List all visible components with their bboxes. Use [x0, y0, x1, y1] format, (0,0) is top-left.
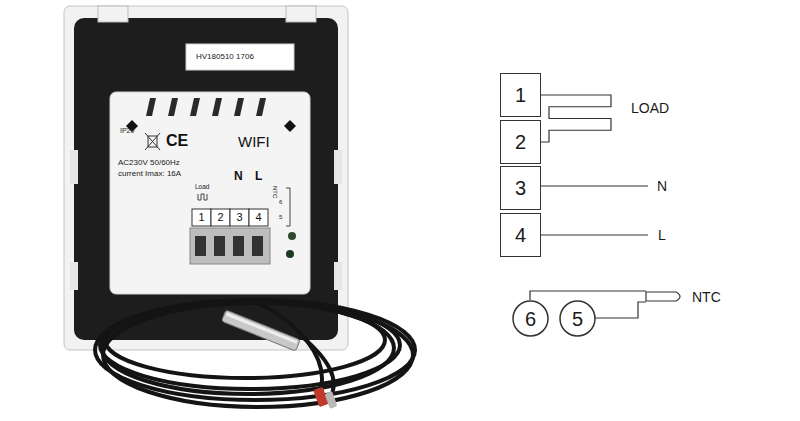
terminal-number: 2	[211, 212, 230, 223]
ntc-wire	[530, 291, 646, 300]
device-marking: 5	[279, 214, 282, 220]
serial-sticker	[186, 44, 294, 70]
cable-loop	[103, 303, 413, 407]
load-zigzag	[198, 194, 207, 200]
device-marking: current Imax: 16A	[118, 170, 181, 178]
side-tab	[70, 150, 78, 184]
terminal-box: 4	[500, 213, 541, 257]
load-symbol	[198, 194, 207, 200]
terminal-number: 3	[515, 178, 526, 198]
signal-label: L	[658, 228, 666, 242]
device-marking: L	[255, 170, 262, 182]
signal-label: NTC	[692, 290, 721, 304]
side-tab	[334, 150, 342, 184]
terminal-cell	[230, 209, 249, 226]
device-marking: IP20	[120, 127, 134, 134]
terminal-box: 2	[500, 120, 541, 164]
vent-slot	[234, 98, 244, 116]
cable-loop	[102, 302, 394, 394]
terminal-number: 6	[525, 309, 536, 329]
terminal-number: 1	[192, 212, 211, 223]
cable-tail	[300, 335, 334, 398]
screw-block	[190, 228, 270, 264]
screw-slot	[233, 236, 244, 256]
screw-slot	[214, 236, 225, 256]
ntc-probe-photo	[222, 310, 301, 351]
terminal-number: 3	[230, 212, 249, 223]
wire-ferrule	[325, 391, 338, 409]
device-marking: N	[234, 170, 243, 182]
module-housing	[110, 92, 310, 294]
probe-tube	[222, 310, 301, 351]
bin-cross	[145, 133, 160, 150]
signal-label: N	[657, 179, 667, 193]
vent-slot	[168, 98, 178, 116]
vent-slots	[146, 98, 266, 116]
side-tab	[70, 262, 78, 290]
device-marking: HV180510 1706	[196, 53, 254, 61]
vent-slot	[212, 98, 222, 116]
terminal-circle: 6	[512, 300, 549, 337]
screw-slot	[252, 236, 263, 256]
device-marking: WIFI	[238, 134, 270, 149]
ntc-bracket	[286, 188, 290, 226]
terminal-cell	[192, 209, 211, 226]
live-wire	[541, 234, 648, 235]
corner-mark	[284, 120, 296, 132]
terminal-number: 4	[515, 225, 526, 245]
device-marking: Load	[195, 184, 209, 191]
circle-outline	[560, 301, 595, 336]
terminal-cell	[249, 209, 268, 226]
bin-cross	[145, 133, 160, 150]
cable-loop	[95, 300, 415, 400]
device-marking: AC230V 50/60Hz	[118, 159, 180, 167]
front-frame	[64, 6, 348, 350]
terminal-number: 4	[249, 212, 268, 223]
terminal-cell	[211, 209, 230, 226]
screw-slots	[195, 236, 263, 256]
frame-clip	[286, 6, 316, 22]
led	[286, 250, 294, 258]
vent-slot	[146, 98, 156, 116]
neutral-wire	[541, 185, 648, 186]
screw-slot	[195, 236, 206, 256]
terminal-number: 5	[572, 309, 583, 329]
device-marking: 6	[279, 199, 282, 205]
sensor-cable	[95, 300, 415, 407]
vent-slot	[256, 98, 266, 116]
probe-shine	[226, 313, 298, 344]
terminal-number: 1	[515, 85, 526, 105]
load-heating-element	[541, 95, 611, 142]
circle-outline	[513, 301, 548, 336]
side-tab	[334, 262, 342, 290]
signal-label: LOAD	[631, 101, 669, 115]
terminal-box: 1	[500, 73, 541, 117]
supply-wires	[530, 186, 648, 318]
terminal-box: 3	[500, 166, 541, 210]
led	[288, 232, 296, 240]
waste-bin-symbol	[145, 133, 160, 150]
terminal-circle: 5	[559, 300, 596, 337]
device-marking: CE	[166, 133, 188, 149]
ntc-probe-symbol	[646, 292, 680, 301]
terminal-number: 2	[515, 132, 526, 152]
frame-clip	[98, 6, 128, 22]
ntc-wire	[595, 302, 646, 318]
vent-slot	[190, 98, 200, 116]
device-marking: NTC	[272, 186, 278, 198]
back-plate	[74, 18, 338, 340]
terminal-cells	[192, 209, 268, 226]
